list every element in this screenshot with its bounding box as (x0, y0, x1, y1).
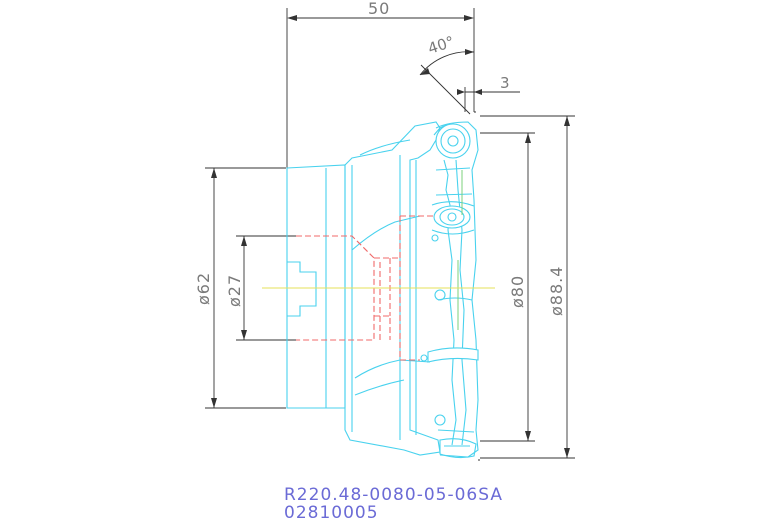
dimension-length-label: 50 (368, 0, 390, 18)
dimension-diameter-max-label: ø88.4 (547, 266, 566, 316)
dimension-diameter-cut-label: ø80 (508, 275, 527, 308)
dimension-diameter-bore-label: ø27 (225, 274, 244, 307)
dimension-lines (205, 8, 575, 459)
part-number: 02810005 (284, 503, 379, 523)
dimension-offset-label: 3 (500, 74, 510, 92)
cutter-body (286, 121, 479, 459)
part-code: R220.48-0080-05-06SA (284, 485, 503, 505)
dimension-diameter-shank-label: ø62 (194, 272, 213, 305)
